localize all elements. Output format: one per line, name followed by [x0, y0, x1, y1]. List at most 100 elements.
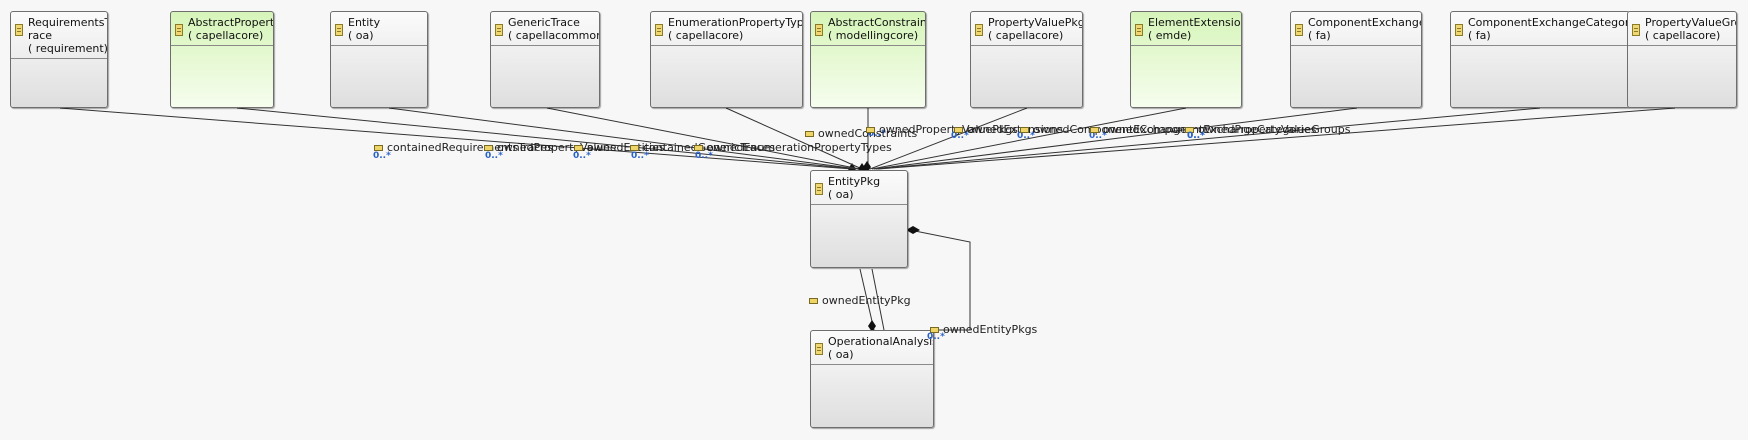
- class-box-EntityPkg[interactable]: EntityPkg( oa): [810, 170, 908, 268]
- reference-label[interactable]: containedGenericTraces: [630, 142, 775, 154]
- multiplicity-label: 0..*: [1089, 131, 1107, 141]
- class-label: AbstractPropertyValue( capellacore): [188, 16, 273, 42]
- reference-label[interactable]: ownedComponentExchangeCategories: [1090, 124, 1316, 136]
- class-name: ComponentExchangeCategory: [1468, 16, 1629, 29]
- reference-edge-ownedPropertyValues[interactable]: [236, 107, 857, 170]
- class-line: ( emde): [1148, 29, 1192, 42]
- class-box-AbstractConstraint[interactable]: AbstractConstraint( modellingcore): [810, 11, 926, 108]
- class-icon: [1455, 24, 1463, 36]
- reference-icon: [954, 127, 963, 133]
- class-box-ComponentExchange[interactable]: ComponentExchange( fa): [1290, 11, 1422, 108]
- reference-edge-ownedComponentExchanges[interactable]: [873, 107, 1358, 170]
- class-header: AbstractConstraint( modellingcore): [811, 12, 925, 46]
- reference-edge-ownedEntityPkg[interactable]: [859, 268, 885, 331]
- class-label: PropertyValueGroup( capellacore): [1645, 16, 1736, 42]
- class-icon: [1135, 24, 1143, 36]
- class-line: ( capellacore): [1645, 29, 1721, 42]
- reference-label[interactable]: ownedConstraints: [805, 128, 917, 140]
- class-header: ComponentExchange( fa): [1291, 12, 1421, 46]
- class-name: EnumerationPropertyType: [668, 16, 802, 29]
- class-icon: [815, 183, 823, 195]
- reference-label[interactable]: ownedPropertyValueGroups: [1185, 124, 1350, 136]
- multiplicity-label: 0..*: [951, 131, 969, 141]
- reference-label-text: ownedComponentExchangeCategories: [1103, 123, 1317, 136]
- reference-label-text: containedRequirementsTraces: [387, 141, 553, 154]
- class-name: PropertyValuePkg: [988, 16, 1082, 29]
- reference-edge-containedRequirementsTraces[interactable]: [59, 107, 853, 170]
- class-box-ComponentExchangeCategory[interactable]: ComponentExchangeCategory( fa): [1450, 11, 1630, 108]
- composition-diamond: [868, 320, 876, 332]
- class-name: AbstractPropertyValue: [188, 16, 273, 29]
- class-box-AbstractPropertyValue[interactable]: AbstractPropertyValue( capellacore): [170, 11, 274, 108]
- reference-label-text: ownedComponentExchanges: [1033, 123, 1193, 136]
- composition-diamond: [906, 226, 920, 234]
- class-header: ElementExtension( emde): [1131, 12, 1241, 46]
- reference-label[interactable]: ownedPropertyValues: [484, 142, 616, 154]
- class-box-PropertyValueGroup[interactable]: PropertyValueGroup( capellacore): [1627, 11, 1737, 108]
- reference-edge-containedGenericTraces[interactable]: [546, 107, 861, 170]
- class-line: ( capellacore): [188, 29, 264, 42]
- class-line: ( capellacommon): [508, 29, 599, 42]
- reference-icon: [805, 131, 814, 137]
- class-label: AbstractConstraint( modellingcore): [828, 16, 925, 42]
- reference-label-text: ownedExtensions: [967, 123, 1064, 136]
- class-name: PropertyValueGroup: [1645, 16, 1736, 29]
- class-box-ElementExtension[interactable]: ElementExtension( emde): [1130, 11, 1242, 108]
- multiplicity-label: 0..*: [485, 151, 503, 161]
- reference-label[interactable]: containedRequirementsTraces: [374, 142, 553, 154]
- reference-icon: [574, 145, 583, 151]
- class-icon: [815, 24, 823, 36]
- class-line: ( fa): [1468, 29, 1491, 42]
- class-box-EnumerationPropertyType[interactable]: EnumerationPropertyType( capellacore): [650, 11, 803, 108]
- class-icon: [975, 24, 983, 36]
- class-name: GenericTrace: [508, 16, 580, 29]
- reference-edge-ownedPropertyValueGroups[interactable]: [877, 107, 1676, 170]
- reference-icon: [1090, 127, 1099, 133]
- reference-label[interactable]: ownedExtensions: [954, 124, 1063, 136]
- class-line: ( oa): [348, 29, 374, 42]
- multiplicity-label: 0..*: [868, 129, 886, 139]
- reference-edge-ownedEntityPkgs[interactable]: [909, 229, 971, 331]
- class-box-OperationalAnalysis[interactable]: OperationalAnalysis( oa): [810, 330, 934, 428]
- class-box-GenericTrace[interactable]: GenericTrace( capellacommon): [490, 11, 600, 108]
- reference-label[interactable]: ownedEntityPkg: [809, 295, 911, 307]
- class-label: PropertyValuePkg( capellacore): [988, 16, 1082, 42]
- class-line: ( oa): [828, 348, 854, 361]
- class-icon: [335, 24, 343, 36]
- reference-label[interactable]: ownedEnumerationPropertyTypes: [694, 142, 892, 154]
- reference-edge-ownedExtensions[interactable]: [871, 107, 1187, 170]
- reference-edge-ownedComponentExchangeCategories[interactable]: [875, 107, 1541, 170]
- class-label: OperationalAnalysis( oa): [828, 335, 933, 361]
- reference-icon: [374, 145, 383, 151]
- class-label: EnumerationPropertyType( capellacore): [668, 16, 802, 42]
- class-box-PropertyValuePkg[interactable]: PropertyValuePkg( capellacore): [970, 11, 1083, 108]
- multiplicity-label: 0..*: [1187, 131, 1205, 141]
- reference-label[interactable]: ownedEntities: [574, 142, 665, 154]
- class-box-Entity[interactable]: Entity( oa): [330, 11, 428, 108]
- class-name: ComponentExchange: [1308, 16, 1421, 29]
- reference-edge-ownedPropertyValuePkgs[interactable]: [869, 107, 1028, 170]
- reference-label-text: ownedPropertyValuePkgs: [879, 123, 1018, 136]
- reference-label[interactable]: ownedComponentExchanges: [1020, 124, 1193, 136]
- reference-label-text: ownedEntities: [587, 141, 665, 154]
- reference-edge-ownedEntities[interactable]: [388, 107, 859, 170]
- class-icon: [175, 24, 183, 36]
- reference-icon: [694, 145, 703, 151]
- reference-label-text: ownedEnumerationPropertyTypes: [707, 141, 892, 154]
- reference-label[interactable]: ownedEntityPkgs: [930, 324, 1037, 336]
- class-name: ElementExtension: [1148, 16, 1241, 29]
- multiplicity-label: 0..*: [695, 151, 713, 161]
- class-label: ComponentExchange( fa): [1308, 16, 1421, 42]
- class-line: ( oa): [828, 188, 854, 201]
- class-icon: [815, 343, 823, 355]
- reference-edge-ownedEnumerationPropertyTypes[interactable]: [725, 107, 863, 170]
- multiplicity-label: 0..*: [573, 151, 591, 161]
- class-header: Entity( oa): [331, 12, 427, 46]
- class-header: EnumerationPropertyType( capellacore): [651, 12, 802, 46]
- class-icon: [495, 24, 503, 36]
- reference-label[interactable]: ownedPropertyValuePkgs: [866, 124, 1018, 136]
- class-icon: [15, 24, 23, 36]
